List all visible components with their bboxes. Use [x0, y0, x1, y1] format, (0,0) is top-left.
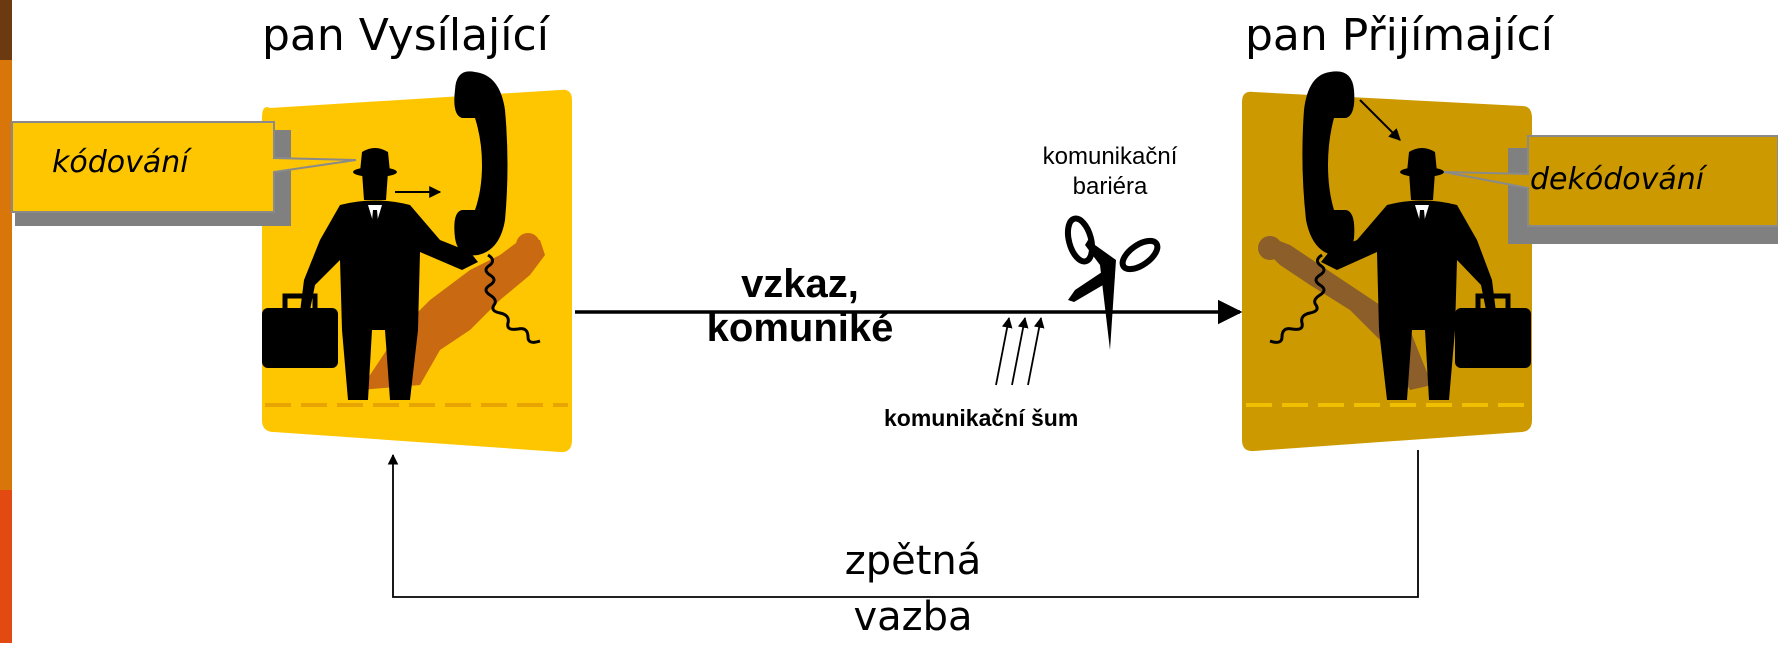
accent-stripe-middle [0, 60, 12, 490]
speech-callout-icon [11, 121, 357, 226]
encoding-label: kódování [52, 145, 189, 180]
sender-title: pan Vysílající [262, 10, 549, 61]
barrier-line-2: bariéra [1072, 173, 1148, 200]
speech-callout-icon [1443, 135, 1778, 244]
feedback-arrow [387, 450, 1419, 598]
feedback-label: zpětná vazba [818, 533, 1008, 645]
businessman-phone-icon [262, 71, 541, 400]
noise-arrows-icon [995, 316, 1045, 386]
scissors-icon [1064, 215, 1161, 350]
decoding-label: dekódování [1530, 162, 1705, 197]
noise-label: komunikační šum [884, 405, 1079, 431]
feedback-line-1: zpětná [844, 538, 982, 584]
message-label: vzkaz, komuniké [680, 262, 920, 350]
accent-stripe-bottom [0, 490, 12, 643]
message-line-1: vzkaz, [741, 262, 859, 306]
arrow-icon [1359, 99, 1401, 141]
businessman-phone-icon [1269, 71, 1531, 400]
accent-stripe-top [0, 0, 12, 60]
barrier-line-1: komunikační [1042, 143, 1178, 170]
message-line-2: komuniké [706, 306, 894, 350]
barrier-label: komunikační bariéra [1010, 142, 1210, 202]
receiver-title: pan Přijímající [1245, 10, 1553, 61]
feedback-line-2: vazba [853, 594, 973, 640]
